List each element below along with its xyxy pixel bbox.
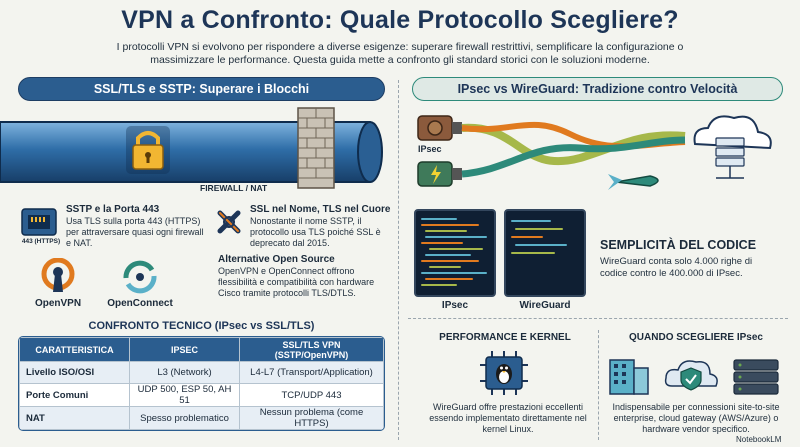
flow-ipsec-label: IPsec	[418, 144, 442, 154]
right-section-header: IPsec vs WireGuard: Tradizione contro Ve…	[412, 77, 783, 101]
ipsec-engine-icon	[417, 115, 462, 141]
ipsec-code-lines-icon	[421, 218, 487, 286]
ssl-title: SSL nel Nome, TLS nel Cuore	[250, 204, 391, 215]
sstp-title: SSTP e la Porta 443	[66, 204, 160, 215]
table-header-row: CARATTERISTICA IPSEC SSL/TLS VPN (SSTP/O…	[19, 337, 384, 362]
speed-rocket-icon	[608, 174, 659, 190]
table-cell: NAT	[19, 406, 130, 430]
openvpn-logo-icon	[41, 258, 75, 292]
port-icon-label: 443 (HTTPS)	[21, 238, 61, 245]
network-port-icon	[21, 208, 57, 236]
openconnect-label: OpenConnect	[107, 298, 173, 309]
sstp-text: Usa TLS sulla porta 443 (HTTPS) per attr…	[66, 216, 204, 248]
right-vertical-divider	[598, 330, 599, 440]
wireguard-engine-icon	[417, 161, 462, 187]
table-cell: TCP/UDP 443	[239, 383, 384, 407]
alt-text: OpenVPN e OpenConnect offrono flessibili…	[218, 266, 375, 298]
tunnel-illustration	[0, 107, 383, 189]
when-text: Indispensabile per connessioni site-to-s…	[612, 402, 780, 434]
section-divider	[398, 80, 399, 440]
enterprise-icons	[609, 359, 779, 395]
cloud-shield-icon	[664, 360, 718, 391]
table-cell: Livello ISO/OSI	[19, 361, 130, 384]
table-title: CONFRONTO TECNICO (IPsec vs SSL/TLS)	[88, 320, 315, 332]
hardware-router-icon	[733, 359, 779, 395]
wireguard-code-lines-icon	[511, 220, 567, 254]
padlock-icon	[126, 126, 170, 174]
code-label-wireguard: WireGuard	[519, 300, 571, 311]
wireguard-flow-path	[461, 136, 686, 178]
table-cell: L4-L7 (Transport/Application)	[239, 361, 384, 384]
ssl-text: Nonostante il nome SSTP, il protocollo u…	[250, 216, 381, 248]
table-cell: UDP 500, ESP 50, AH 51	[129, 383, 240, 407]
table-row: NAT Spesso problematico Nessun problema …	[19, 406, 384, 430]
perf-title: PERFORMANCE E KERNEL	[439, 332, 571, 343]
left-section-header: SSL/TLS e SSTP: Superare i Blocchi	[18, 77, 385, 101]
linux-chip-icon	[480, 351, 528, 395]
code-text: WireGuard conta solo 4.000 righe di codi…	[600, 256, 753, 279]
alt-title: Alternative Open Source	[218, 254, 335, 265]
openconnect-logo-icon	[123, 260, 157, 294]
watermark: NotebookLM	[736, 435, 782, 444]
table-cell: Spesso problematico	[129, 406, 240, 430]
table-row: Porte Comuni UDP 500, ESP 50, AH 51 TCP/…	[19, 383, 384, 407]
table-cell: Porte Comuni	[19, 383, 130, 407]
table-cell: Nessun problema (come HTTPS)	[239, 406, 384, 430]
building-icon	[609, 359, 649, 395]
firewall-label: FIREWALL / NAT	[200, 183, 268, 193]
ipsec-flow-path	[461, 123, 686, 166]
when-title: QUANDO SCEGLIERE IPsec	[629, 332, 763, 343]
ipsec-code-panel	[414, 209, 496, 297]
code-title: SEMPLICITÀ DEL CODICE	[600, 238, 757, 252]
table-header-cell: CARATTERISTICA	[19, 337, 130, 362]
protocol-flow-illustration	[417, 115, 772, 190]
table-row: Livello ISO/OSI L3 (Network) L4-L7 (Tran…	[19, 361, 384, 384]
wireguard-code-panel	[504, 209, 586, 297]
right-horizontal-divider	[408, 318, 788, 319]
tunnel-mouth	[357, 121, 383, 183]
comparison-table: CARATTERISTICA IPSEC SSL/TLS VPN (SSTP/O…	[18, 336, 385, 431]
brick-wall-icon	[297, 107, 335, 189]
table-header-cell: IPSEC	[129, 337, 240, 362]
cloud-server-icon	[693, 115, 772, 179]
openvpn-label: OpenVPN	[34, 298, 82, 309]
perf-text: WireGuard offre prestazioni eccellenti e…	[429, 402, 587, 434]
intro-text: I protocolli VPN si evolvono per rispond…	[116, 41, 684, 66]
page-title: VPN a Confronto: Quale Protocollo Scegli…	[121, 6, 679, 34]
code-label-ipsec: IPsec	[441, 300, 469, 311]
tls-shield-icon	[217, 210, 241, 234]
table-cell: L3 (Network)	[129, 361, 240, 384]
table-header-cell: SSL/TLS VPN (SSTP/OpenVPN)	[239, 337, 384, 362]
